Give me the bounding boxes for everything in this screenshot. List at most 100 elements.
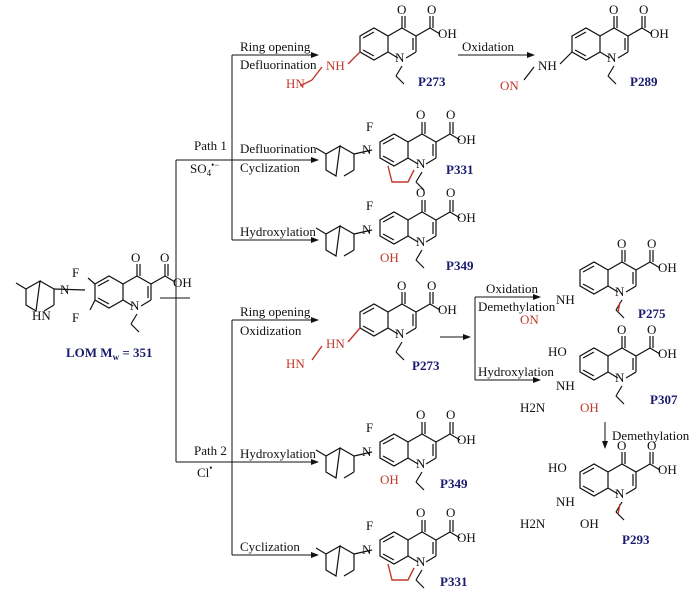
product-p307: HO O O OH N NH OH H2N P307 <box>520 322 678 415</box>
parent-label: LOM Mw = 351 <box>66 345 153 362</box>
rxn-p2-oxidization: Oxidization <box>240 323 302 338</box>
product-p349-top: N F O O OH N OH P349 <box>315 185 476 273</box>
svg-text:O: O <box>416 407 425 422</box>
svg-text:H2N: H2N <box>520 516 546 531</box>
svg-text:HO: HO <box>548 344 567 359</box>
svg-text:P273: P273 <box>412 358 440 373</box>
svg-text:N: N <box>362 142 372 157</box>
svg-text:N: N <box>416 234 426 249</box>
rxn-p1-oxidation: Oxidation <box>462 39 514 54</box>
svg-text:NH: NH <box>556 378 575 393</box>
svg-text:N: N <box>130 298 140 313</box>
svg-text:OH: OH <box>457 530 476 545</box>
svg-text:O: O <box>609 2 618 17</box>
svg-text:O: O <box>446 407 455 422</box>
svg-text:OH: OH <box>457 432 476 447</box>
svg-text:N: N <box>615 370 625 385</box>
rxn-b-hydroxylation: Hydroxylation <box>478 364 554 379</box>
svg-text:OH: OH <box>580 516 599 531</box>
svg-text:N: N <box>362 444 372 459</box>
svg-text:OH: OH <box>658 260 677 275</box>
svg-text:N: N <box>395 326 405 341</box>
svg-text:O: O <box>446 107 455 122</box>
svg-text:OH: OH <box>438 26 457 41</box>
svg-text:N: N <box>416 554 426 569</box>
svg-text:N: N <box>362 542 372 557</box>
svg-text:O: O <box>647 236 656 251</box>
svg-text:O: O <box>131 250 140 265</box>
svg-text:OH: OH <box>380 472 399 487</box>
svg-text:F: F <box>72 265 79 280</box>
svg-text:P307: P307 <box>650 392 678 407</box>
product-p273-mid: O O OH N HN HN P273 <box>286 278 457 373</box>
svg-text:N: N <box>416 156 426 171</box>
svg-text:O: O <box>617 322 626 337</box>
rxn-b-demethylation-2: Demethylation <box>612 428 690 443</box>
svg-text:O: O <box>427 278 436 293</box>
rxn-p2-cyclization: Cyclization <box>240 539 300 554</box>
path1-label: Path 1 <box>194 138 227 153</box>
svg-text:HO: HO <box>548 460 567 475</box>
branch-lines <box>160 52 608 558</box>
svg-text:NH: NH <box>326 58 345 73</box>
svg-text:OH: OH <box>650 26 669 41</box>
svg-text:O: O <box>397 2 406 17</box>
svg-text:N: N <box>362 222 372 237</box>
svg-text:O: O <box>647 322 656 337</box>
svg-text:P349: P349 <box>446 258 474 273</box>
svg-text:F: F <box>366 119 373 134</box>
product-p331-top: N F O O OH N P331 <box>315 107 476 191</box>
svg-text:H2N: H2N <box>520 400 546 415</box>
rxn-p1-ring-opening: Ring opening <box>240 39 311 54</box>
svg-text:OH: OH <box>580 400 599 415</box>
svg-text:N: N <box>416 456 426 471</box>
rxn-b-oxidation: Oxidation <box>486 281 538 296</box>
svg-text:O: O <box>160 250 169 265</box>
svg-text:O: O <box>427 2 436 17</box>
svg-text:HN: HN <box>32 308 51 323</box>
svg-text:F: F <box>366 420 373 435</box>
svg-text:O: O <box>446 505 455 520</box>
product-p273-top: O O OH N NH HN P273 <box>286 2 457 91</box>
svg-text:N: N <box>607 50 617 65</box>
svg-text:N: N <box>615 486 625 501</box>
rxn-b-demethylation: Demethylation <box>478 299 556 314</box>
svg-text:F: F <box>72 310 79 325</box>
svg-text:OH: OH <box>658 462 677 477</box>
svg-text:P293: P293 <box>622 532 650 547</box>
path2-label: Path 2 <box>194 443 227 458</box>
svg-text:OH: OH <box>658 346 677 361</box>
product-p349-bottom: N F O O OH N OH P349 <box>315 407 476 491</box>
svg-text:F: F <box>366 518 373 533</box>
svg-text:OH: OH <box>380 250 399 265</box>
svg-text:HN: HN <box>286 356 305 371</box>
rxn-p2-hydroxylation: Hydroxylation <box>240 446 316 461</box>
rxn-p1-defluorination-a: Defluorination <box>240 57 317 72</box>
product-p331-bottom: N F O O OH N P331 <box>315 505 476 589</box>
parent-lom: F F O O OH N HN N LOM Mw = 351 <box>15 250 192 362</box>
svg-text:P289: P289 <box>630 74 658 89</box>
svg-text:NH: NH <box>556 494 575 509</box>
svg-text:F: F <box>366 198 373 213</box>
svg-text:O: O <box>416 505 425 520</box>
svg-text:OH: OH <box>457 210 476 225</box>
rxn-p1-cyclization: Cyclization <box>240 160 300 175</box>
svg-text:N: N <box>615 284 625 299</box>
svg-text:HN: HN <box>286 76 305 91</box>
product-p275: O O OH N NH ON P275 <box>520 236 677 327</box>
svg-text:O: O <box>647 438 656 453</box>
svg-text:OH: OH <box>173 275 192 290</box>
svg-text:N: N <box>395 50 405 65</box>
svg-text:P331: P331 <box>446 162 473 177</box>
svg-text:O: O <box>617 236 626 251</box>
svg-text:O: O <box>397 278 406 293</box>
svg-text:O: O <box>639 2 648 17</box>
product-p293: HO O O OH N NH OH H2N P293 <box>520 438 677 547</box>
path2-radical: Cl• <box>197 463 212 480</box>
product-p289: O O OH N NH ON P289 <box>500 2 669 93</box>
svg-text:NH: NH <box>538 58 557 73</box>
svg-text:P331: P331 <box>440 574 467 589</box>
svg-text:O: O <box>416 185 425 200</box>
svg-text:HN: HN <box>326 336 345 351</box>
